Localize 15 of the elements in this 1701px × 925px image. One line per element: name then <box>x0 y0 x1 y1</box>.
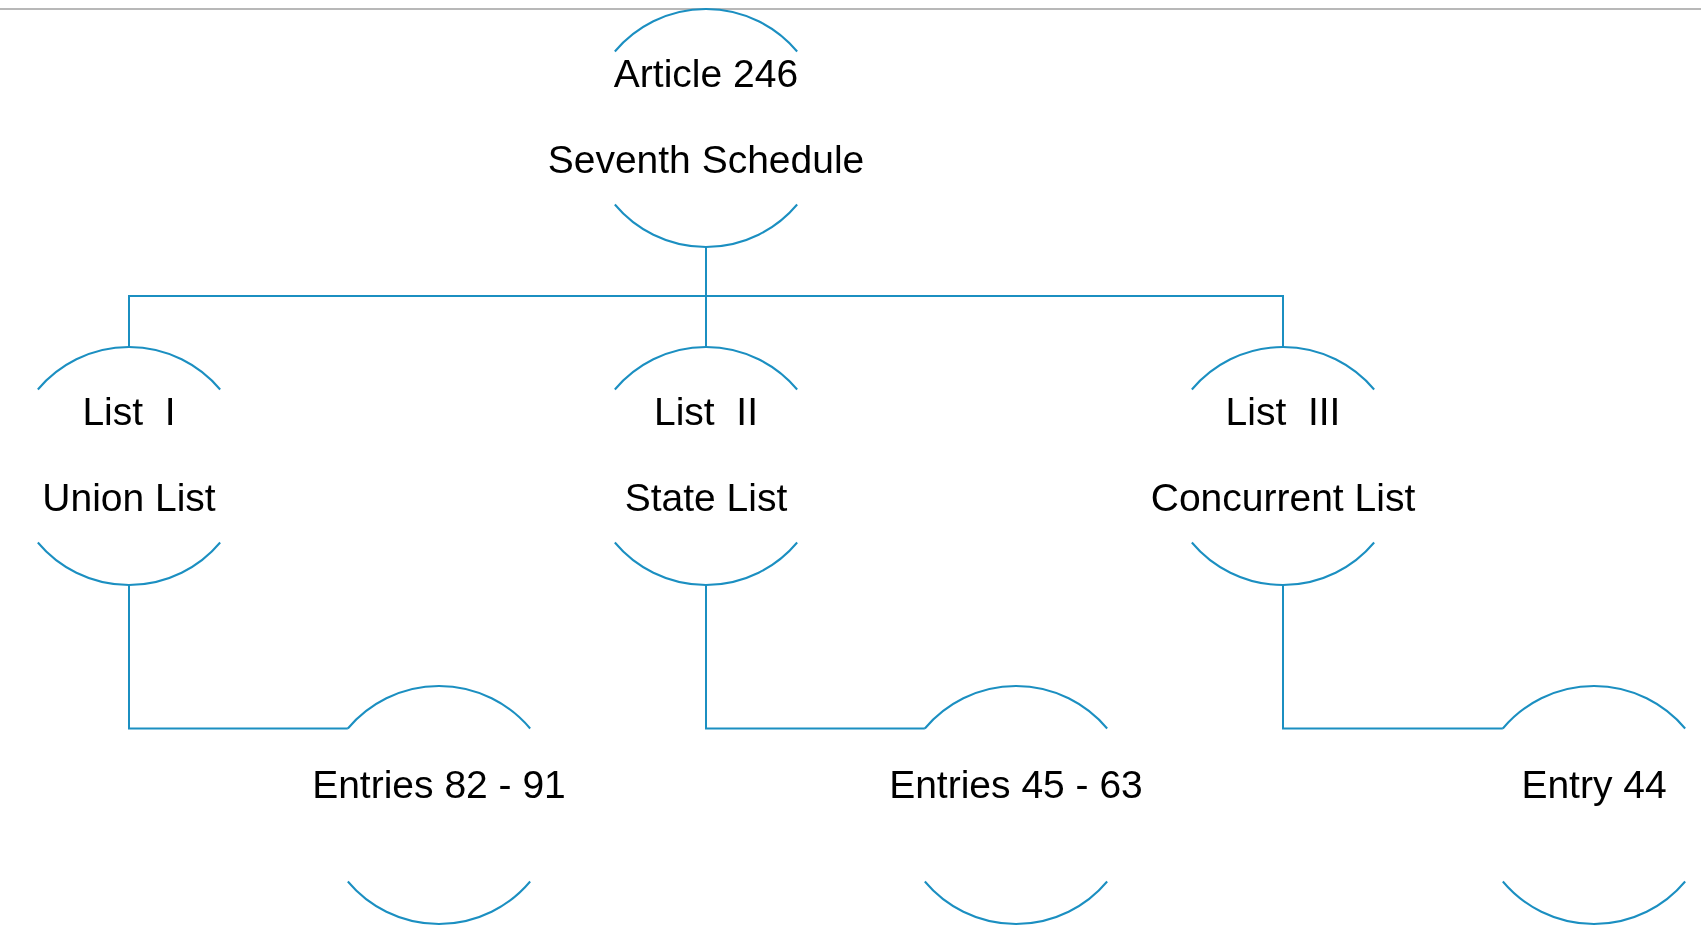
node-label: State List <box>623 478 789 517</box>
node-heading: List II <box>652 392 759 431</box>
node-label: Union List <box>41 478 217 517</box>
node-heading: List I <box>81 392 177 431</box>
node-heading: List III <box>1224 392 1342 431</box>
node-label: Concurrent List <box>1149 478 1417 517</box>
node-label: Entry 44 <box>1520 765 1668 804</box>
connector-line <box>705 584 926 730</box>
connector-line <box>705 246 1284 348</box>
connector-line <box>128 584 349 730</box>
connector-line <box>1282 584 1504 730</box>
node-label: Entries 82 - 91 <box>311 765 567 804</box>
node-label: Entries 45 - 63 <box>888 765 1144 804</box>
node-label: Seventh Schedule <box>546 140 866 179</box>
node-heading: Article 246 <box>612 54 800 93</box>
